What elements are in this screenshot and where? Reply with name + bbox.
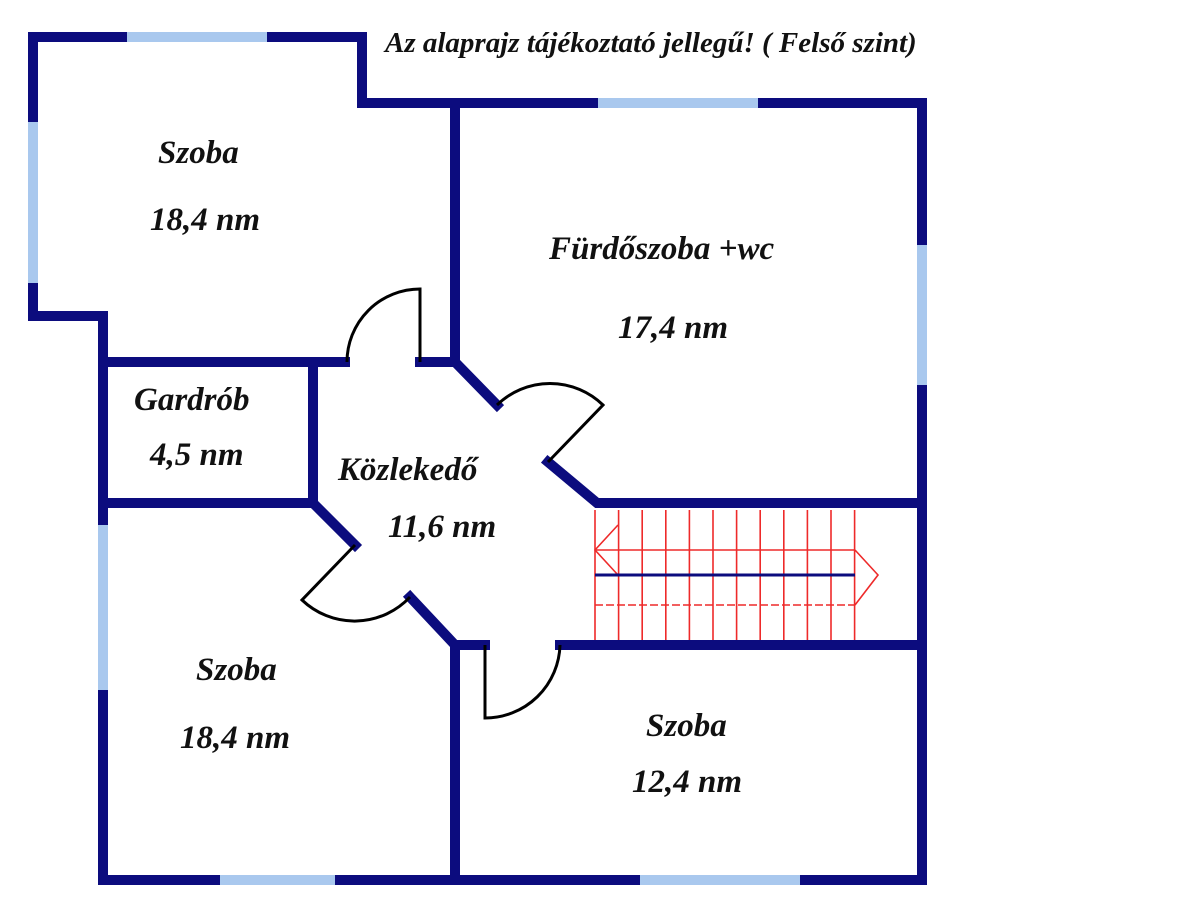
room-labels: Szoba 18,4 nm Fürdőszoba +wc 17,4 nm Gar… [134, 135, 774, 800]
plan-title: Az alaprajz tájékoztató jellegű! ( Felső… [383, 27, 917, 59]
staircase [593, 510, 880, 640]
room-name: Szoba [646, 708, 727, 744]
room-name: Fürdőszoba +wc [548, 231, 774, 267]
room-name: Közlekedő [337, 452, 480, 488]
room-area: 17,4 nm [618, 310, 728, 346]
room-name: Szoba [196, 652, 277, 688]
room-name: Szoba [158, 135, 239, 171]
room-area: 4,5 nm [149, 437, 244, 473]
room-area: 11,6 nm [388, 509, 496, 545]
doors [299, 287, 606, 720]
room-area: 12,4 nm [632, 764, 742, 800]
windows [28, 32, 927, 885]
room-name: Gardrób [134, 382, 250, 418]
room-area: 18,4 nm [150, 202, 260, 238]
room-area: 18,4 nm [180, 720, 290, 756]
